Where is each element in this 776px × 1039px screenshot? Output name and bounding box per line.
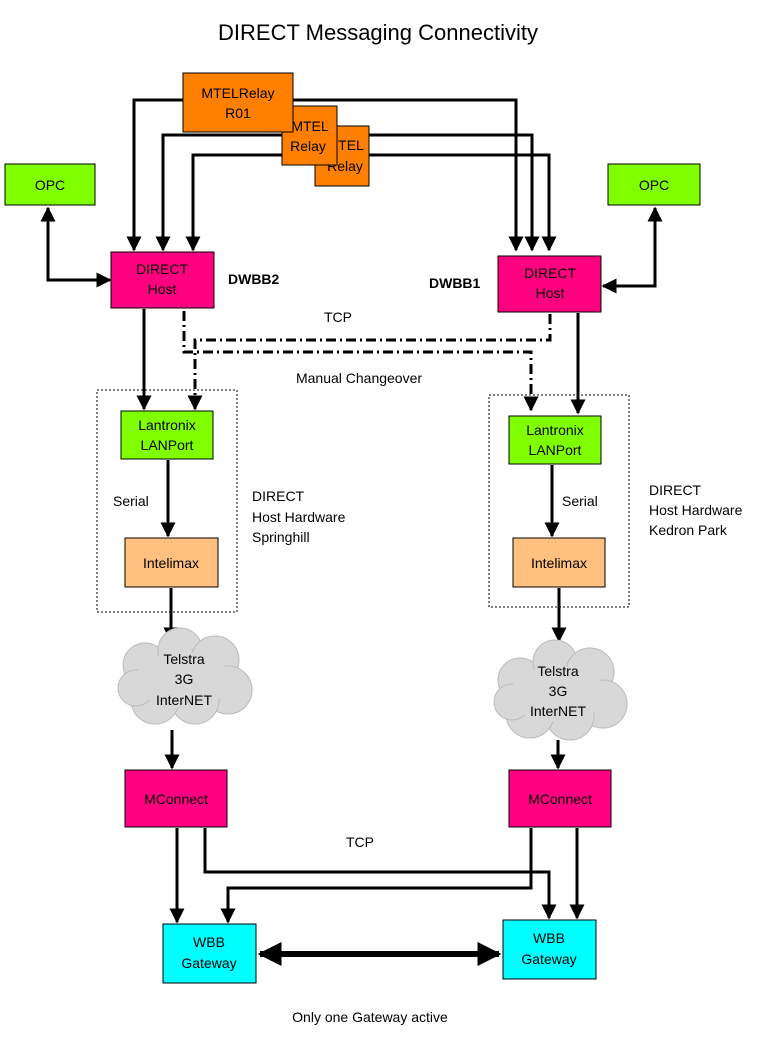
mconnect-right-shape <box>508 769 612 828</box>
relay-2-line1: MTEL <box>291 118 329 134</box>
mconnect-left: MConnect <box>124 769 228 828</box>
mconnect-left-shape <box>124 769 228 828</box>
gateway-left: WBB Gateway <box>162 923 257 984</box>
cloud-right-line3: InterNET <box>530 703 586 719</box>
site-right-line3: Kedron Park <box>649 522 728 538</box>
cloud-left: Telstra 3G InterNET <box>117 627 253 725</box>
direct-host-right-line2: Host <box>536 285 565 301</box>
lanport-left: Lantronix LANPort <box>120 410 214 460</box>
opc-right-shape <box>607 163 701 206</box>
mconnect-right-label: MConnect <box>528 791 592 807</box>
direct-host-left-shape <box>110 251 215 309</box>
cloud-left-line2: 3G <box>175 671 194 687</box>
relay-box-1-shape <box>182 72 294 133</box>
relay-1-line2: R01 <box>225 105 251 121</box>
opc-right: OPC <box>607 163 701 206</box>
relay-3-line1: TEL <box>338 137 364 153</box>
footer-note: Only one Gateway active <box>292 1009 448 1025</box>
intelimax-right-shape <box>512 537 606 588</box>
lanport-right: Lantronix LANPort <box>508 415 602 465</box>
intelimax-left-label: Intelimax <box>143 555 199 571</box>
gateway-left-line2: Gateway <box>181 955 236 971</box>
gateway-left-line1: WBB <box>193 934 225 950</box>
host-right-name: DWBB1 <box>429 275 481 291</box>
mconnect-right: MConnect <box>508 769 612 828</box>
intelimax-left: Intelimax <box>124 537 219 588</box>
tcp-top-label: TCP <box>324 309 352 325</box>
manual-changeover-label: Manual Changeover <box>296 370 422 386</box>
site-left-line3: Springhill <box>252 529 310 545</box>
site-right-line2: Host Hardware <box>649 502 743 518</box>
site-left-label: DIRECT Host Hardware Springhill <box>252 488 346 545</box>
gateway-right: WBB Gateway <box>502 919 597 980</box>
direct-host-left-line2: Host <box>148 281 177 297</box>
opc-left-label: OPC <box>35 177 65 193</box>
cloud-right-line2: 3G <box>549 683 568 699</box>
serial-left-label: Serial <box>113 493 149 509</box>
host-left-name: DWBB2 <box>228 271 280 287</box>
gateway-right-shape <box>502 919 597 980</box>
direct-host-right-shape <box>497 255 602 313</box>
opc-left-link <box>40 206 112 288</box>
direct-host-right-line1: DIRECT <box>524 265 577 281</box>
cloud-right: Telstra 3G InterNET <box>493 639 628 741</box>
direct-host-left: DIRECT Host <box>110 251 215 309</box>
relay-2-line2: Relay <box>290 138 326 154</box>
lanport-right-line1: Lantronix <box>526 422 584 438</box>
relay-connectors <box>126 98 557 252</box>
cloud-left-shape <box>117 627 253 725</box>
lanport-right-line2: LANPort <box>529 442 582 458</box>
gateway-right-line2: Gateway <box>521 951 576 967</box>
hardware-frame-left <box>96 389 238 613</box>
opc-left: OPC <box>4 163 96 206</box>
changeover-link-left-to-right <box>182 311 539 412</box>
lanport-left-line2: LANPort <box>141 437 194 453</box>
opc-left-shape <box>4 163 96 206</box>
mconnect-left-label: MConnect <box>144 791 208 807</box>
mconnect-gateway-links <box>169 828 585 924</box>
intelimax-right: Intelimax <box>512 537 606 588</box>
cloud-left-line3: InterNET <box>156 692 212 708</box>
site-left-line1: DIRECT <box>252 488 305 504</box>
cloud-left-line1: Telstra <box>163 651 204 667</box>
lanport-right-shape <box>508 415 602 465</box>
relay-box-1: MTELRelay R01 <box>182 72 294 133</box>
site-right-line1: DIRECT <box>649 482 702 498</box>
intelimax-right-label: Intelimax <box>531 555 587 571</box>
serial-right-label: Serial <box>562 493 598 509</box>
opc-right-link <box>601 206 663 294</box>
diagram-title: DIRECT Messaging Connectivity <box>218 20 538 45</box>
changeover-link-right-to-left <box>187 314 552 411</box>
cloud-right-shape <box>493 639 628 741</box>
lanport-left-shape <box>120 410 214 460</box>
cloud-right-line1: Telstra <box>537 663 578 679</box>
gateway-left-shape <box>162 923 257 984</box>
gateway-right-line1: WBB <box>533 930 565 946</box>
relay-1-line1: MTELRelay <box>201 85 274 101</box>
direct-host-right: DIRECT Host <box>497 255 602 313</box>
site-right-label: DIRECT Host Hardware Kedron Park <box>649 482 743 538</box>
opc-right-label: OPC <box>639 177 669 193</box>
direct-host-left-line1: DIRECT <box>136 261 189 277</box>
lanport-left-line1: Lantronix <box>138 417 196 433</box>
tcp-bottom-label: TCP <box>346 834 374 850</box>
intelimax-left-shape <box>124 537 219 588</box>
site-left-line2: Host Hardware <box>252 509 346 525</box>
